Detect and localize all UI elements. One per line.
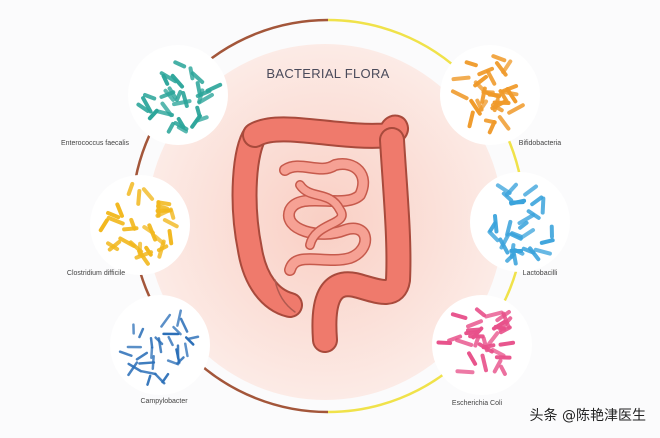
label-clostridium-difficile: Clostridium difficile (66, 270, 126, 277)
label-enterococcus-faecalis: Enterococcus faecalis (60, 140, 130, 147)
intestine-illustration (231, 114, 412, 353)
bacteria-cluster-enterococcus-faecalis (128, 45, 228, 145)
watermark: 头条 @陈艳津医生 (529, 408, 646, 424)
bacteria-cluster-campylobacter (110, 295, 210, 395)
label-lactobacilli: Lactobacilli (522, 270, 558, 277)
bacteria-cluster-escherichia-coli (432, 295, 532, 395)
label-escherichia-coli: Escherichia Coli (451, 400, 503, 407)
label-campylobacter: Campylobacter (140, 398, 188, 405)
bacteria-cluster-lactobacilli (470, 172, 570, 272)
bacteria-cluster-bifidobacteria (440, 45, 540, 145)
diagram-title: BACTERIAL FLORA (266, 66, 390, 81)
bacteria-cluster-clostridium-difficile (90, 175, 190, 275)
bacteria-circles (90, 45, 570, 395)
label-bifidobacteria: Bifidobacteria (518, 140, 562, 147)
